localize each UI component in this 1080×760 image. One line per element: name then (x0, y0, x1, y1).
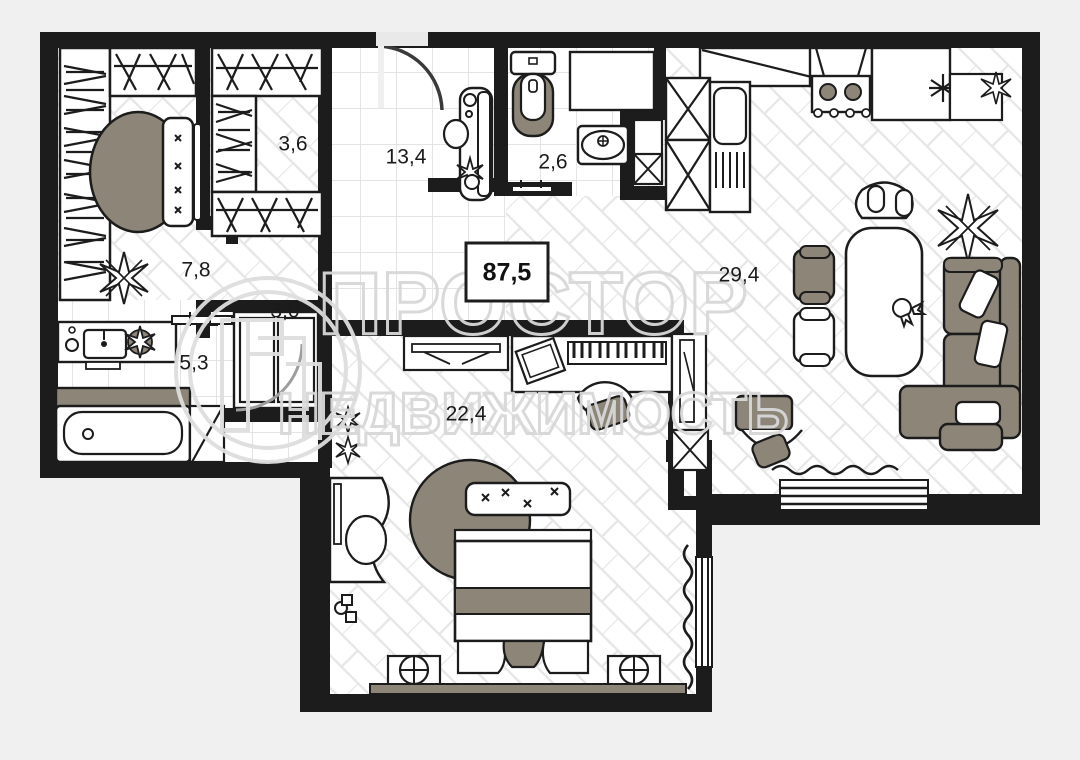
area-label-laundry: 3,0 (270, 300, 299, 323)
area-label-closet: 3,6 (278, 133, 307, 156)
total-area-value: 87,5 (483, 259, 532, 287)
area-label-hall: 13,4 (386, 146, 427, 169)
master-bedroom-furniture (58, 46, 202, 305)
area-label-second-bedroom: 22,4 (446, 403, 487, 426)
living-room-furniture (734, 181, 1022, 511)
wc-fixtures (509, 50, 664, 193)
bathroom-fixtures (54, 320, 226, 464)
desk-chair (576, 381, 634, 431)
hall-console (442, 86, 494, 202)
second-bedroom-furniture (328, 332, 713, 695)
kitchen-fixtures (664, 46, 1012, 214)
watermark-line2: НЕДВИЖИМОСТЬ (278, 381, 789, 446)
balcony-window (779, 479, 929, 511)
area-label-wc: 2,6 (538, 151, 567, 174)
hall-entry-door (376, 32, 444, 111)
area-label-master-bedroom: 7,8 (181, 259, 210, 282)
area-label-bathroom: 5,3 (179, 352, 208, 375)
area-label-living-kitchen: 29,4 (719, 264, 760, 287)
dining-chair (792, 245, 836, 305)
closet-furniture (210, 46, 324, 238)
total-area-box: 87,5 (464, 241, 550, 303)
area-labels: 7,8 3,6 13,4 2,6 5,3 3,0 22,4 29,4 (179, 133, 759, 426)
dining-chair (792, 307, 836, 367)
watermark: ПРОСТОР НЕДВИЖИМОСТЬ (174, 252, 790, 464)
plant-icon (99, 251, 149, 305)
